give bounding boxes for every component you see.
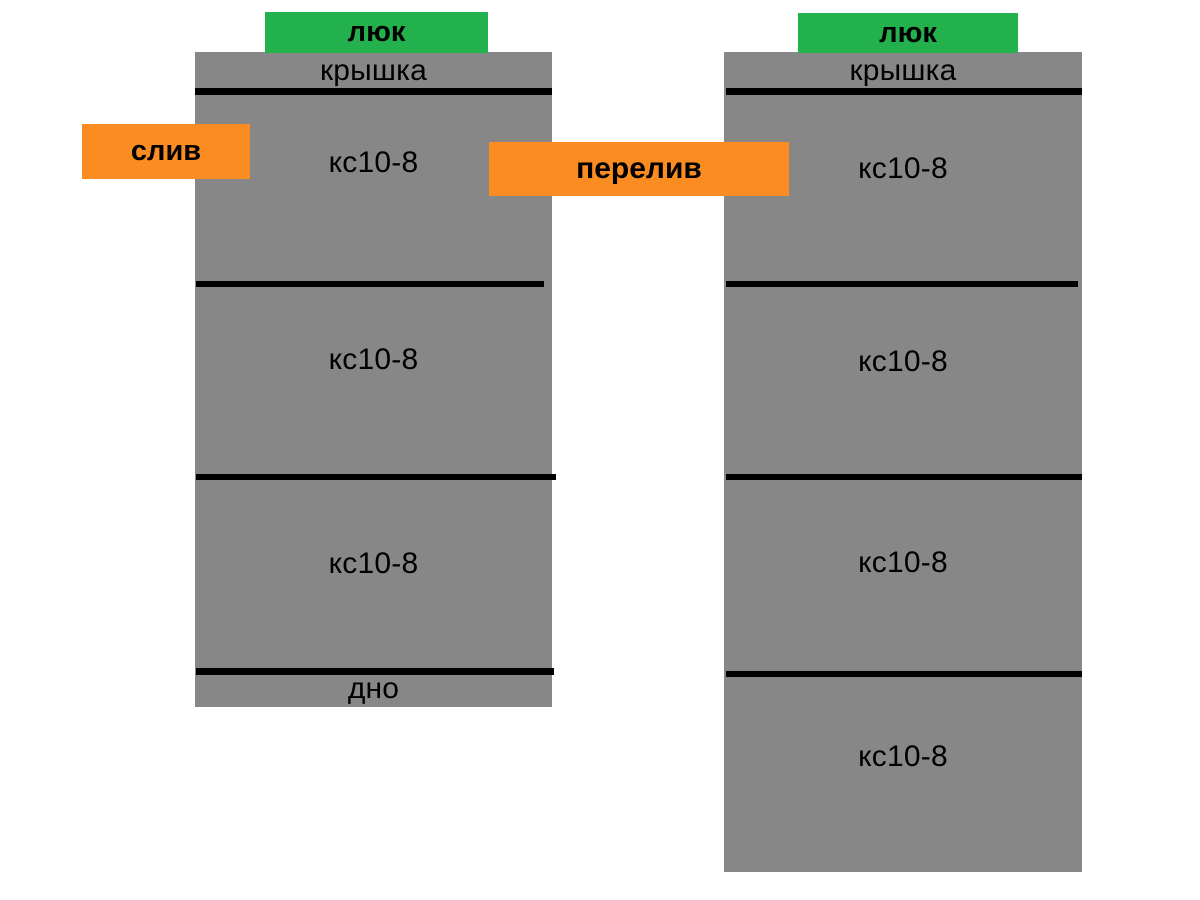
right-tank-hatch: люк [798,13,1018,53]
right-tank-ring-label-1: кс10-8 [858,152,948,185]
right-tank-lid-seam [726,88,1082,95]
left-tank-bottom-label: дно [347,672,400,705]
left-tank-lid-label: крышка [319,54,428,87]
right-tank-hatch-label: люк [879,16,937,49]
left-tank-ring-label-3: кс10-8 [328,547,419,580]
left-tank-ring-label-1: кс10-8 [328,146,419,179]
overflow-pipe: перелив [489,142,789,196]
right-tank-ring-label-3: кс10-8 [858,546,948,579]
drain-pipe-label: слив [130,135,202,167]
right-tank-ring-label-2: кс10-8 [858,345,948,378]
right-tank-ring-seam-2 [726,474,1082,480]
left-tank-ring-seam-1 [196,281,544,287]
left-tank-hatch-label: люк [347,16,406,48]
left-tank-ring-seam-2 [196,474,556,480]
left-tank-hatch: люк [265,12,488,53]
left-tank-ring-label-2: кс10-8 [328,343,419,376]
overflow-pipe-label: перелив [576,152,702,185]
right-tank-lid-label: крышка [849,54,957,87]
right-tank-ring-seam-1 [726,281,1078,287]
drain-pipe: слив [82,124,250,179]
left-tank-lid-seam [195,88,552,95]
left-tank-bottom-seam [196,668,554,675]
right-tank-ring-seam-3 [726,671,1082,677]
right-tank-ring-label-4: кс10-8 [858,740,948,773]
